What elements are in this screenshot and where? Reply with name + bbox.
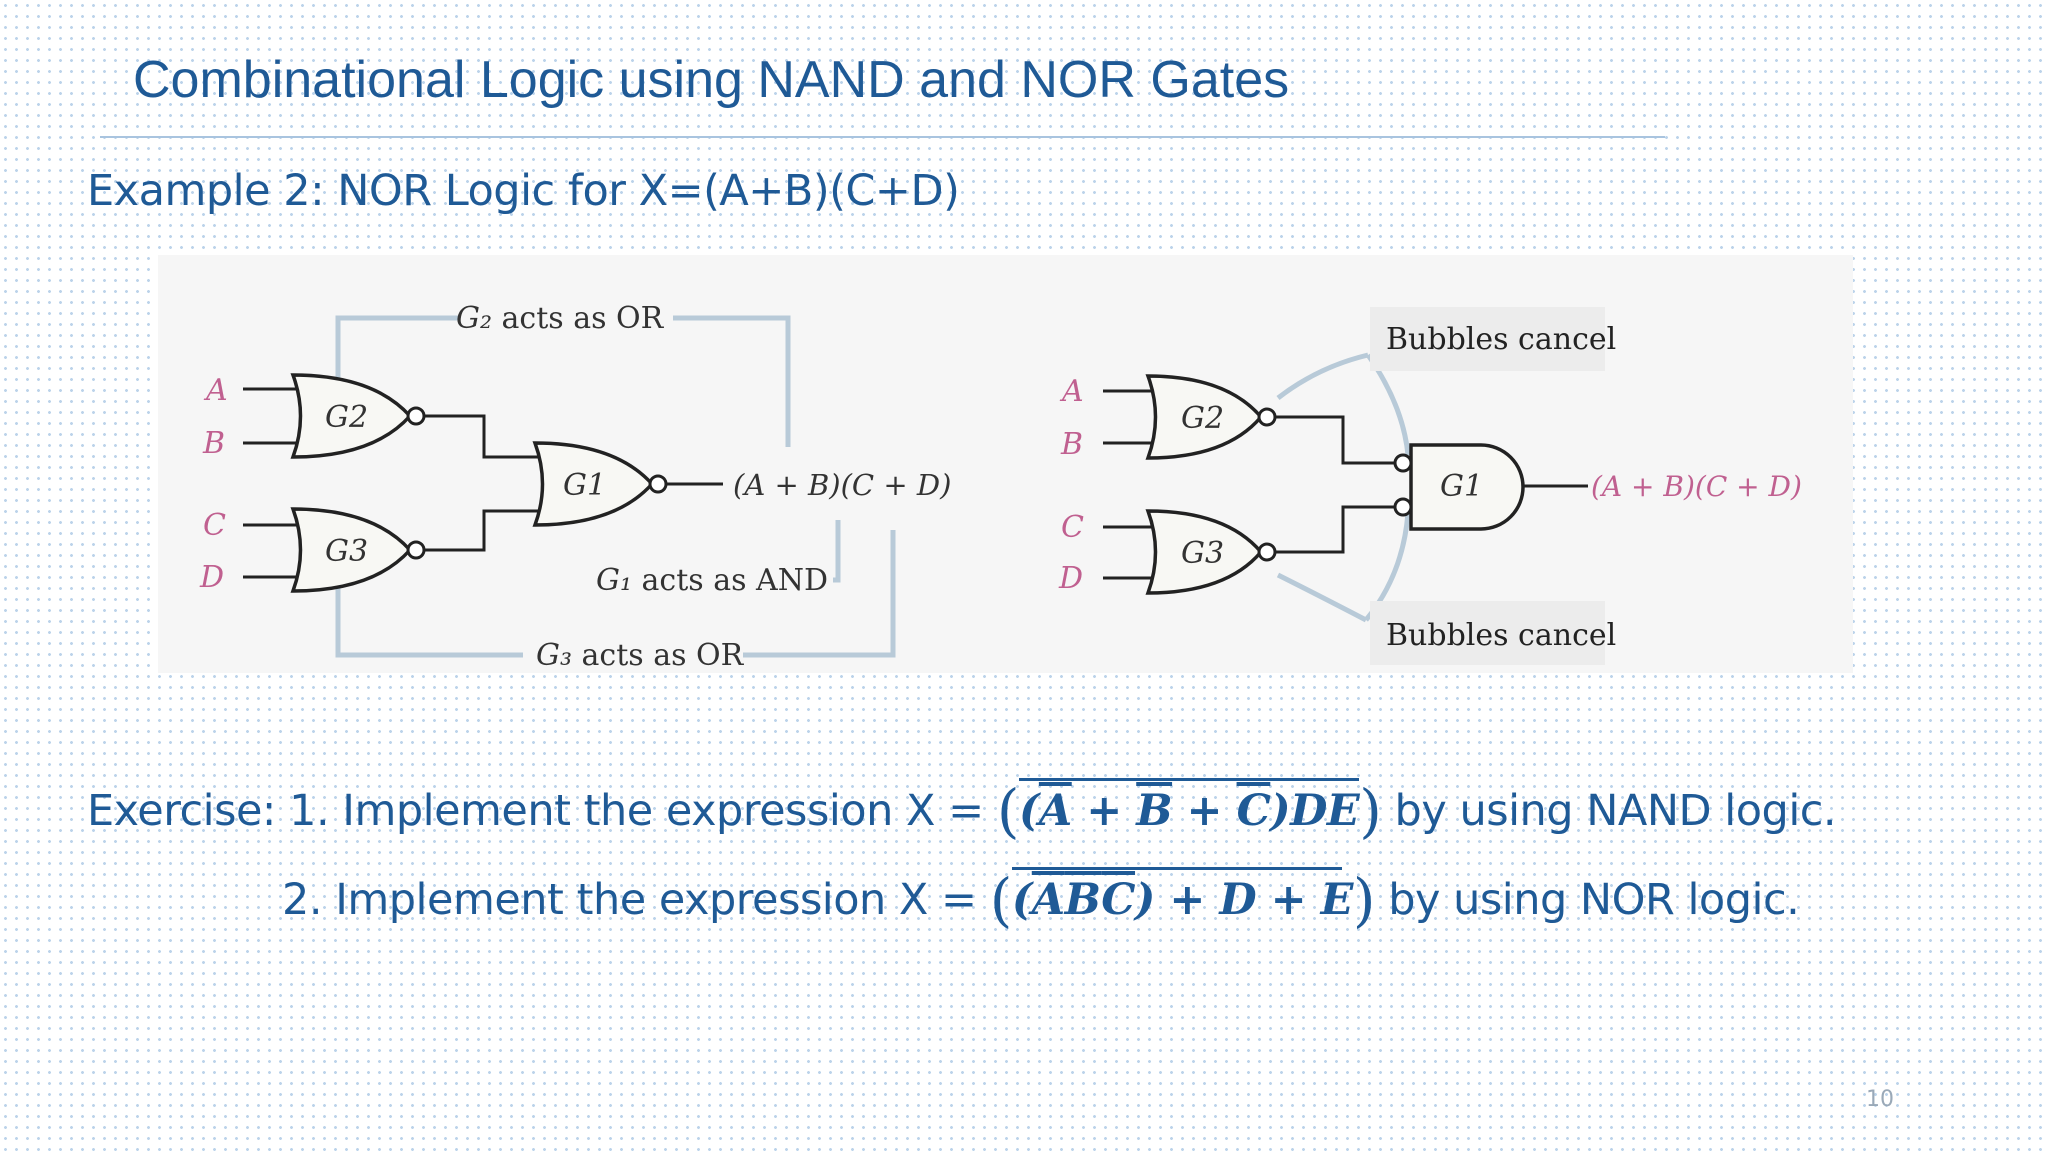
bubbles-cancel-bottom: Bubbles cancel — [1386, 618, 1616, 653]
left-annotation-g1: G₁ acts as AND — [596, 563, 828, 598]
bubbles-cancel-top-box — [1370, 307, 1605, 371]
left-input-d: D — [199, 560, 224, 595]
slide-title: Combinational Logic using NAND and NOR G… — [133, 51, 1290, 109]
right-input-a: A — [1059, 374, 1084, 409]
right-label-g1: G1 — [1440, 469, 1483, 504]
right-gate-g1 — [1393, 443, 1525, 531]
right-gate-g2 — [1145, 374, 1277, 460]
exercise-2-prefix: 2. Implement the expression X = — [282, 875, 977, 925]
left-annotation-g2: G₂ acts as OR — [456, 301, 665, 336]
exercise-1-expression: ((A + B + C)DE) — [996, 777, 1382, 845]
exercise-2-suffix: by using NOR logic. — [1388, 875, 1800, 925]
left-output: (A + B)(C + D) — [733, 468, 951, 502]
exercise-2-expression: ((ABC) + D + E) — [989, 866, 1376, 934]
left-label-g2: G2 — [325, 400, 368, 435]
right-label-g2: G2 — [1181, 401, 1224, 436]
left-input-a: A — [203, 373, 228, 408]
left-input-b: B — [202, 426, 225, 461]
left-input-c: C — [203, 508, 226, 543]
left-wires — [243, 387, 723, 579]
exercise-line-2: 2. Implement the expression X = ((ABC) +… — [282, 866, 1800, 934]
logic-diagram: A B C D G2 G3 G1 (A + B)(C + D) G₂ acts … — [199, 301, 1802, 673]
right-gate-g3 — [1145, 509, 1277, 595]
right-label-g3: G3 — [1181, 536, 1224, 571]
left-annotation-g3: G₃ acts as OR — [536, 638, 745, 673]
left-gate-g2 — [290, 373, 426, 459]
bubbles-cancel-top: Bubbles cancel — [1386, 322, 1616, 357]
right-input-c: C — [1061, 510, 1084, 545]
exercise-line-1: Exercise: 1. Implement the expression X … — [87, 777, 1837, 845]
left-label-g1: G1 — [563, 468, 606, 503]
exercise-1-prefix: Exercise: 1. Implement the expression X … — [87, 786, 984, 836]
exercise-1-suffix: by using NAND logic. — [1394, 786, 1837, 836]
nor-logic-figure: A B C D G2 G3 G1 (A + B)(C + D) G₂ acts … — [158, 255, 1853, 673]
right-input-b: B — [1060, 427, 1083, 462]
right-output: (A + B)(C + D) — [1591, 470, 1802, 503]
slide-number: 10 — [1866, 1087, 1894, 1112]
left-label-g3: G3 — [325, 534, 368, 569]
right-annotation-lines — [1276, 352, 1411, 623]
bubbles-cancel-bottom-box — [1370, 601, 1605, 665]
left-gate-g1 — [532, 441, 668, 527]
left-gate-g3 — [290, 507, 426, 593]
title-divider — [100, 136, 1665, 138]
right-input-d: D — [1058, 561, 1083, 596]
right-wires — [1103, 389, 1588, 580]
example-heading: Example 2: NOR Logic for X=(A+B)(C+D) — [87, 166, 960, 216]
